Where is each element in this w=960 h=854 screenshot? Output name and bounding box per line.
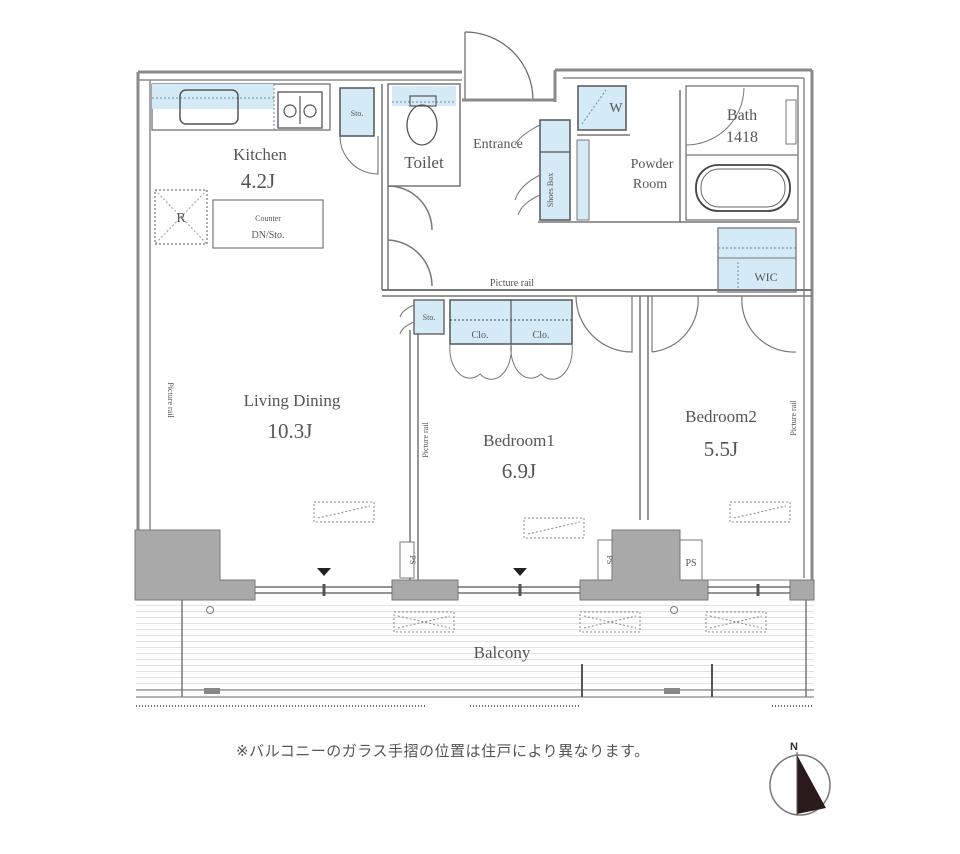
washer-label: W [609,101,623,116]
stove-icon [277,91,323,129]
bedroom2-size: 5.5J [704,437,738,461]
kitchen-storage: Sto. [339,87,379,175]
toilet-icon [406,104,438,146]
hall-storage-label: Sto. [423,313,436,322]
living-dining-name: Living Dining [244,391,341,410]
kitchen-name: Kitchen [233,145,287,164]
hall-storage: Sto. [399,299,445,335]
kitchen-size: 4.2J [241,169,275,193]
ps-label-2: PS [605,556,614,565]
picture-rail-bed2: Picture rail [789,400,798,436]
counter-sub-label: DN/Sto. [251,230,284,241]
bedroom1-name: Bedroom1 [483,431,555,450]
picture-rails: Picture rail Picture rail Picture rail [166,382,798,457]
powder-room: Powder Room [576,90,681,222]
toilet-label: Toilet [404,153,444,172]
picture-rail-ld: Picture rail [166,382,175,418]
compass-icon: N [769,741,831,816]
bath: Bath 1418 [685,85,799,221]
washer: W [577,85,627,131]
walk-in-closet: WIC [717,227,797,293]
air-conditioner-icons [313,501,791,539]
balcony: Balcony [136,600,814,707]
picture-rail-bed1: Picture rail [421,422,430,458]
closet1-label: Clo. [472,330,489,341]
entrance-door [462,31,555,102]
closet2-label: Clo. [533,330,550,341]
bedroom1-size: 6.9J [502,459,536,483]
counter-storage: Counter DN/Sto. [212,199,324,249]
ps-label-3: PS [685,558,696,569]
windows [255,579,790,596]
shoes-box-label: Shoes Box [546,173,555,207]
bath-size: 1418 [726,129,758,146]
powder-room-label: Powder [631,157,674,172]
compass-north-label: N [790,741,798,753]
sink-icon [179,89,239,125]
storage-label: Sto. [351,109,364,118]
ps-label-1: PS [408,556,417,565]
bedroom2-name: Bedroom2 [685,407,757,426]
refrigerator: R [154,189,208,245]
balcony-railing-note: ※バルコニーのガラス手摺の位置は住戸により異なります。 [236,742,650,760]
closets: Clo. Clo. [449,299,573,380]
powder-room-label-2: Room [633,177,667,192]
living-dining-size: 10.3J [268,419,313,443]
bedroom-doors [575,295,797,353]
entrance-label: Entrance [473,137,523,152]
kitchen-counter [151,83,331,131]
balcony-label: Balcony [474,643,531,662]
interior-walls [381,84,812,580]
bath-label: Bath [727,107,757,124]
picture-rail-label: Picture rail [490,278,534,289]
shoes-box: Shoes Box [514,119,571,221]
bathtub-icon [695,164,791,212]
toilet-room: Toilet [387,83,461,187]
counter-label: Counter [255,214,281,223]
exterior-walls [136,68,814,590]
entry-markers [317,568,527,576]
wic-label: WIC [754,270,777,284]
pipe-shafts: PS PS PS [399,539,703,581]
structural-columns [134,529,815,601]
refrigerator-label: R [176,211,186,226]
